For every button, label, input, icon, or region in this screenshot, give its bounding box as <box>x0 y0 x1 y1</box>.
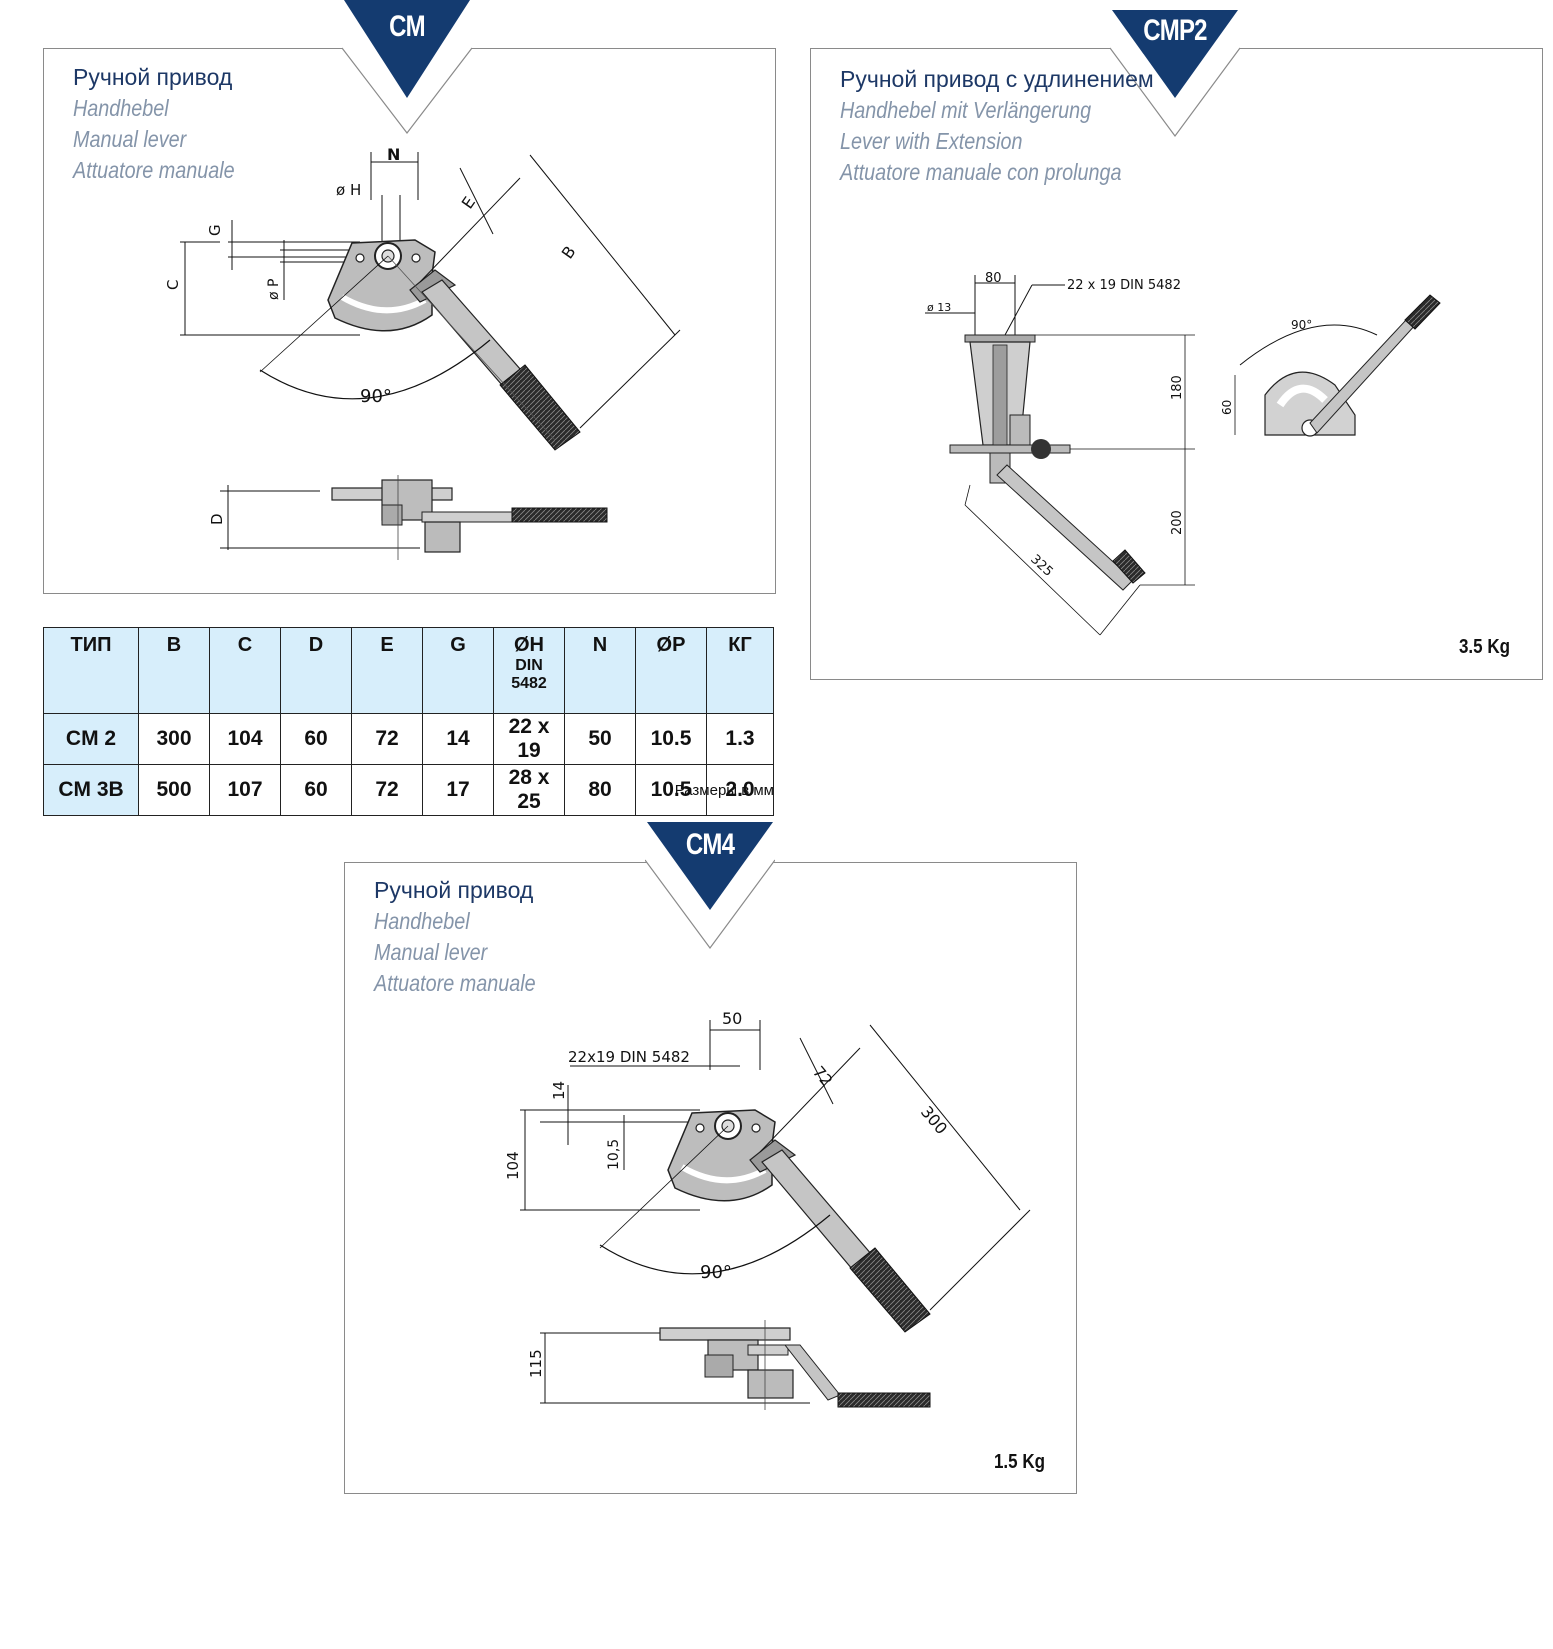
cell-d: 60 <box>280 764 352 816</box>
dim-b: B <box>558 242 580 262</box>
dim-cm4-n: 50 <box>722 1009 742 1028</box>
tab-cm: CM <box>342 0 472 135</box>
table-header-row: ТИП B C D E G ØH DIN 5482 N ØP КГ <box>43 627 774 714</box>
dim-80: 80 <box>985 271 1002 286</box>
dim-cm4-b: 300 <box>917 1102 951 1138</box>
dim-cm4-spline: 22x19 DIN 5482 <box>568 1048 690 1066</box>
cell-n: 50 <box>564 713 636 765</box>
dim-325: 325 <box>1027 552 1055 580</box>
title-de: Handhebel <box>374 908 470 934</box>
cell-kg: 1.3 <box>706 713 774 765</box>
cell-n: 80 <box>564 764 636 816</box>
cell-e: 72 <box>351 713 423 765</box>
dim-cm4-p: 10,5 <box>606 1139 622 1170</box>
tab-cm4: CM4 <box>645 822 775 950</box>
title-ru: Ручной привод <box>73 64 233 90</box>
cell-b: 300 <box>138 713 210 765</box>
cell-g: 14 <box>422 713 494 765</box>
title-de: Handhebel mit Verlängerung <box>840 97 1092 123</box>
table-row: CM 2 300 104 60 72 14 22 x 19 50 10.5 1.… <box>43 713 774 765</box>
cell-h: 22 x 19 <box>493 713 565 765</box>
dim-angle: 90° <box>360 386 392 407</box>
cell-c: 107 <box>209 764 281 816</box>
title-en: Lever with Extension <box>840 128 1023 154</box>
cell-g: 17 <box>422 764 494 816</box>
dim-h: ø H <box>336 181 361 199</box>
dim-spline: 22 x 19 DIN 5482 <box>1067 278 1181 293</box>
th-g: G <box>422 627 494 714</box>
cmp2-weight: 3.5 Kg <box>1458 636 1510 658</box>
cell-type: CM 3B <box>43 764 139 816</box>
cm4-lever-drawing: 50 22x19 DIN 5482 14 104 10,5 72 300 90°… <box>504 1009 1031 1410</box>
th-b: B <box>138 627 210 714</box>
panel-cm-titles: Ручной привод Handhebel Manual lever Att… <box>73 62 261 186</box>
tab-cm4-label: CM4 <box>685 828 735 861</box>
cell-h: 28 x 25 <box>493 764 565 816</box>
th-c: C <box>209 627 281 714</box>
dim-180: 180 <box>1170 375 1185 400</box>
th-e: E <box>351 627 423 714</box>
title-ru: Ручной привод с удлинением <box>840 66 1154 92</box>
cm4-weight: 1.5 Kg <box>993 1451 1045 1473</box>
dim-d: D <box>208 513 226 525</box>
dim-d13: ø 13 <box>927 301 951 314</box>
dim-cmp2-angle: 90° <box>1291 318 1312 332</box>
cell-type: CM 2 <box>43 713 139 765</box>
dim-cm4-d: 115 <box>527 1349 545 1378</box>
table-row: CM 3B 500 107 60 72 17 28 x 25 80 10.5 2… <box>43 764 774 816</box>
cell-kg: 2.0 <box>706 764 774 816</box>
dim-cm4-angle: 90° <box>700 1262 732 1283</box>
th-h-sub: DIN 5482 <box>511 657 547 692</box>
dim-cm4-c: 104 <box>504 1151 522 1180</box>
dim-n: N <box>387 145 400 164</box>
th-kg: КГ <box>706 627 774 714</box>
dim-p: ø P <box>266 279 282 300</box>
cell-e: 72 <box>351 764 423 816</box>
dim-e: E <box>458 193 479 212</box>
th-h-label: ØH <box>514 634 544 656</box>
panel-cmp2 <box>810 48 1543 680</box>
cell-d: 60 <box>280 713 352 765</box>
spec-table: ТИП B C D E G ØH DIN 5482 N ØP КГ CM 2 3… <box>43 627 774 816</box>
dim-200: 200 <box>1170 510 1185 535</box>
title-it: Attuatore manuale <box>374 970 536 996</box>
dim-60: 60 <box>1220 400 1234 415</box>
panel-cm4-titles: Ручной привод Handhebel Manual lever Att… <box>374 875 562 999</box>
cell-p: 10.5 <box>635 764 707 816</box>
th-p: ØP <box>635 627 707 714</box>
dim-cm4-e: 72 <box>809 1062 837 1090</box>
title-ru: Ручной привод <box>374 877 534 903</box>
th-type: ТИП <box>43 627 139 714</box>
th-n: N <box>564 627 636 714</box>
title-it: Attuatore manuale <box>73 157 235 183</box>
cmp2-lever-drawing: 80 22 x 19 DIN 5482 ø 13 180 200 325 90°… <box>925 271 1441 636</box>
tab-cmp2-label: CMP2 <box>1143 14 1207 47</box>
panel-cmp2-titles: Ручной привод с удлинением Handhebel mit… <box>840 64 1167 188</box>
title-en: Manual lever <box>73 126 187 152</box>
dim-c: C <box>164 280 182 290</box>
tab-cmp2: CMP2 <box>1110 10 1240 138</box>
th-d: D <box>280 627 352 714</box>
title-it: Attuatore manuale con prolunga <box>840 159 1122 185</box>
cm-lever-drawing: N ø H G C ø P E B 90° D <box>164 145 681 560</box>
units-note: Размеры в мм <box>674 782 774 799</box>
dim-g: G <box>206 224 224 236</box>
title-en: Manual lever <box>374 939 488 965</box>
th-h: ØH DIN 5482 <box>493 627 565 714</box>
cell-b: 500 <box>138 764 210 816</box>
title-de: Handhebel <box>73 95 169 121</box>
dim-cm4-g: 14 <box>550 1081 568 1100</box>
cell-p: 10.5 <box>635 713 707 765</box>
tab-cm-label: CM <box>389 10 426 43</box>
cell-c: 104 <box>209 713 281 765</box>
